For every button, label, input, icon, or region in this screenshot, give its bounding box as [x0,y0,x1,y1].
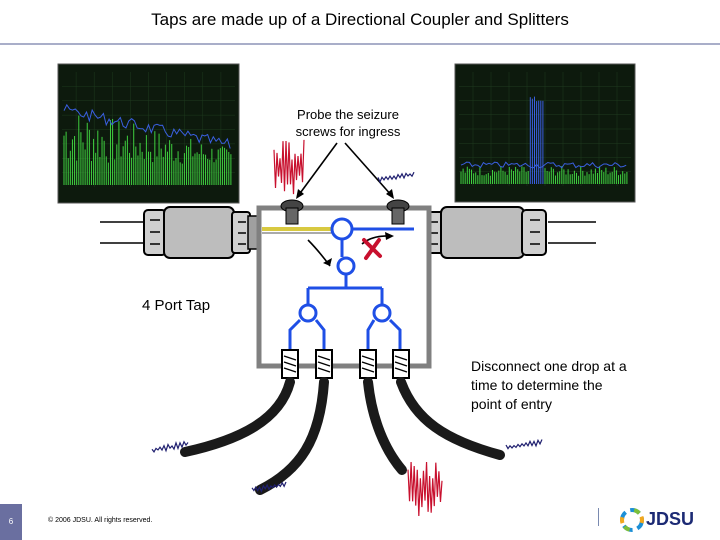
spectrum-analyzer-right [454,63,636,203]
tap-label: 4 Port Tap [142,297,211,314]
spectrum-analyzer-left [57,63,240,204]
slide-title: Taps are made up of a Directional Couple… [151,10,569,29]
brand-name: JDSU [646,509,695,529]
probe-callout-line-1: Probe the seizure [297,107,399,122]
coax-connector-right [413,206,547,259]
coax-connector-left [143,206,261,259]
seizure-screw-right [386,199,410,225]
title-divider [0,43,720,45]
disconnect-callout-line-2: time to determine the [471,377,603,393]
jdsu-logo-icon [620,508,644,532]
ingress-noise-traces [151,139,543,517]
page-number: 6 [0,504,22,540]
drop-cables [180,377,505,495]
ingress-point-x [362,238,382,260]
probe-callout-line-2: screws for ingress [295,124,401,139]
seizure-screw-left [280,199,304,225]
disconnect-callout: Disconnect one drop at a time to determi… [471,357,627,414]
footer-divider [598,508,599,526]
probe-callout: Probe the seizure screws for ingress [278,106,418,140]
disconnect-callout-line-3: point of entry [471,396,552,412]
copyright-notice: © 2006 JDSU. All rights reserved. [48,517,153,524]
splitter-network [288,274,402,352]
disconnect-callout-line-1: Disconnect one drop at a [471,358,627,374]
